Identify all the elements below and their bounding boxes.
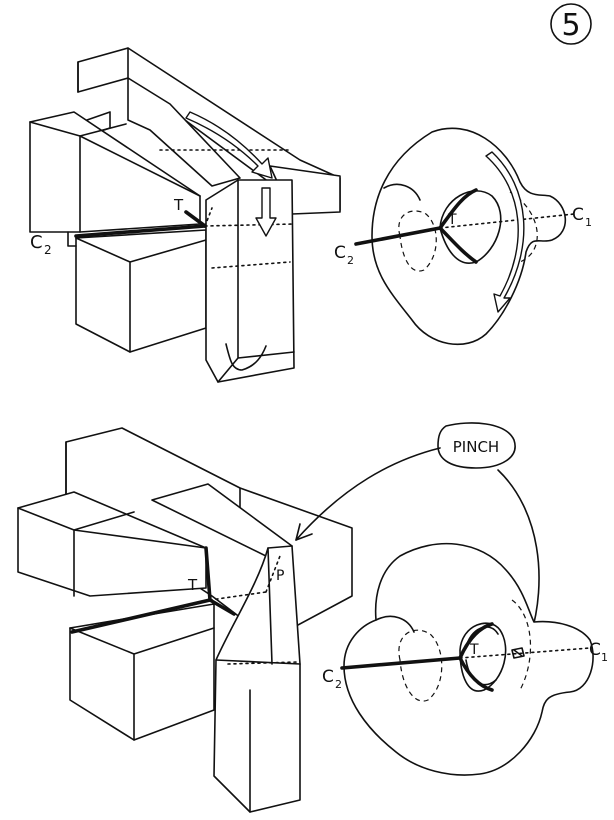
- top-surface-curve-c2: [354, 226, 442, 246]
- bottom-dotted-edges: [209, 555, 299, 665]
- top-surface-outline: [371, 127, 567, 346]
- pinch-callout-bubble: [437, 422, 516, 469]
- bottom-surface-pinch-mark: [511, 647, 525, 659]
- bottom-surface-curve-c2: [340, 656, 462, 670]
- bottom-curve-c2: [70, 598, 212, 634]
- top-curve-c2: [74, 224, 207, 238]
- bottom-surface-label-c1-sub: 1: [601, 651, 608, 664]
- top-folded-strip: [205, 179, 295, 383]
- top-block-figure: T C 2: [29, 47, 341, 383]
- bottom-surface-label-c2: C: [322, 667, 334, 687]
- bottom-surface-label-c1: C: [589, 640, 601, 660]
- top-flow-arrow: [185, 111, 273, 179]
- bottom-lower-left-cube: [69, 603, 215, 741]
- bottom-surface-curve-c1: [459, 647, 591, 659]
- page-number-circle: [550, 3, 592, 45]
- top-surface-curve-c1: [439, 213, 575, 229]
- top-down-arrow: [255, 187, 277, 237]
- page-number-label: 5: [561, 8, 580, 43]
- top-block-label-c2: C: [30, 232, 43, 253]
- top-surface-flow-arrow: [485, 151, 525, 313]
- top-surface-dashed-loop: [398, 210, 437, 272]
- bottom-pinch-column: [213, 545, 301, 813]
- bottom-surface-label-t: T: [469, 642, 479, 658]
- top-surface-label-c2: C: [334, 243, 346, 263]
- top-dotted-edges: [159, 149, 295, 269]
- page-number: 5: [550, 3, 592, 45]
- bottom-t-edge: [204, 546, 236, 616]
- bottom-surface-dashed-loop: [398, 629, 443, 702]
- top-surface-label-c2-sub: 2: [347, 254, 354, 267]
- top-lower-left-cube: [75, 229, 207, 353]
- pinch-callout-arrow-right: [497, 469, 540, 639]
- top-surface-label-c1: C: [572, 205, 584, 225]
- top-diagonal-strip: [127, 77, 241, 187]
- top-surface-label-c1-sub: 1: [585, 216, 592, 229]
- top-block-label-c2-sub: 2: [44, 243, 52, 257]
- bottom-surface-hole: [459, 622, 507, 692]
- bottom-surface-outline: [343, 542, 594, 776]
- top-block-label-t: T: [173, 196, 184, 214]
- bottom-upper-left-cube: [17, 491, 207, 597]
- top-surface-hole: [439, 190, 502, 264]
- bottom-block-label-t: T: [187, 576, 198, 594]
- bottom-block-figure: T P: [17, 427, 353, 813]
- top-surface-figure: T C 1 C 2: [334, 127, 592, 346]
- pinch-callout-arrow-left: [295, 447, 441, 541]
- pinch-callout-label: PINCH: [453, 438, 499, 456]
- top-surface-label-t: T: [447, 212, 457, 228]
- bottom-surface-figure: T C 1 C 2: [322, 542, 608, 776]
- bottom-surface-label-c2-sub: 2: [335, 678, 342, 691]
- bottom-block-label-p: P: [276, 568, 284, 584]
- top-t-edge: [184, 210, 207, 228]
- pinch-callout: PINCH: [295, 422, 541, 639]
